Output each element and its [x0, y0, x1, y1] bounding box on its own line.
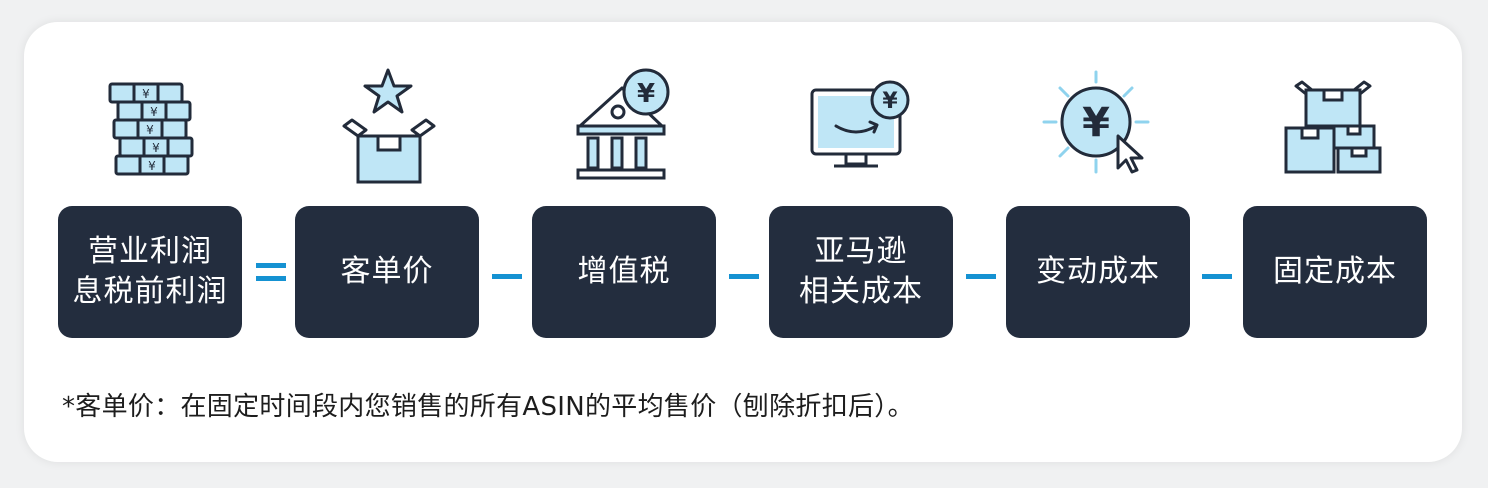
- minus-sign: [492, 274, 522, 279]
- svg-text:¥: ¥: [882, 89, 898, 114]
- yen-click-icon: ¥: [1038, 60, 1158, 190]
- term-label-line: 客单价: [340, 254, 434, 289]
- monitor-yen-icon: ¥: [802, 62, 922, 192]
- svg-text:¥: ¥: [150, 105, 158, 119]
- term-average-order-value: 客单价: [295, 206, 479, 338]
- svg-text:¥: ¥: [1082, 100, 1110, 146]
- term-label-line: 亚马逊: [814, 234, 908, 269]
- stacked-coins-icon: ¥¥¥ ¥¥: [88, 72, 208, 202]
- svg-text:¥: ¥: [146, 123, 154, 137]
- svg-text:¥: ¥: [637, 79, 655, 109]
- svg-text:¥: ¥: [152, 141, 160, 155]
- minus-sign: [1202, 274, 1232, 279]
- term-label-line: 营业利润: [88, 234, 212, 269]
- bank-building-icon: ¥: [566, 60, 686, 190]
- term-label-line: 变动成本: [1036, 254, 1160, 289]
- term-operating-profit: 营业利润 息税前利润: [58, 206, 242, 338]
- term-label-line: 固定成本: [1273, 254, 1397, 289]
- formula-card: [24, 22, 1462, 462]
- svg-text:¥: ¥: [142, 87, 150, 101]
- term-vat: 增值税: [532, 206, 716, 338]
- term-label-line: 息税前利润: [72, 274, 228, 309]
- term-amazon-costs: 亚马逊 相关成本: [769, 206, 953, 338]
- term-variable-costs: 变动成本: [1006, 206, 1190, 338]
- minus-sign: [729, 274, 759, 279]
- term-label-line: 增值税: [577, 254, 671, 289]
- svg-text:¥: ¥: [148, 159, 156, 173]
- footnote: *客单价：在固定时间段内您销售的所有ASIN的平均售价（刨除折扣后）。: [62, 392, 914, 422]
- minus-sign: [966, 274, 996, 279]
- stacked-boxes-icon: [1276, 62, 1396, 192]
- term-fixed-costs: 固定成本: [1243, 206, 1427, 338]
- term-label-line: 相关成本: [799, 274, 923, 309]
- open-box-star-icon: [328, 62, 448, 192]
